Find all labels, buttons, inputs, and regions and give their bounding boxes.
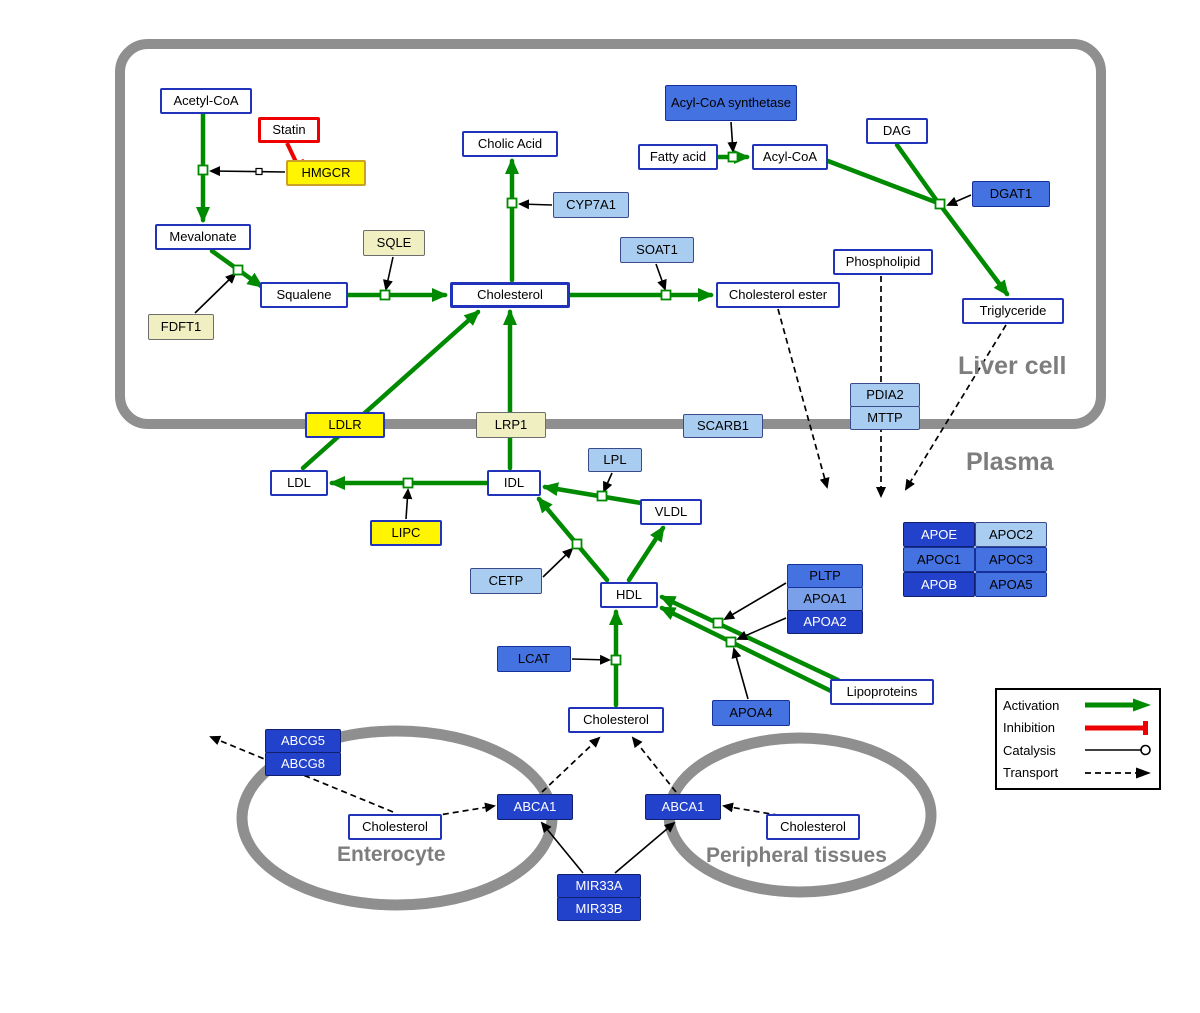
node-cholesterol-peripheral[interactable]: Cholesterol — [766, 814, 860, 840]
node-soat1[interactable]: SOAT1 — [620, 237, 694, 263]
node-cyp7a1[interactable]: CYP7A1 — [553, 192, 629, 218]
legend-transport-label: Transport — [1003, 765, 1059, 781]
node-apoa5[interactable]: APOA5 — [975, 572, 1047, 597]
node-dgat1[interactable]: DGAT1 — [972, 181, 1050, 207]
legend: Activation Inhibition Catalysis Transpor… — [995, 688, 1161, 790]
node-acyl-coa[interactable]: Acyl-CoA — [752, 144, 828, 170]
node-pdia2[interactable]: PDIA2 — [850, 383, 920, 407]
node-abca1-peripheral[interactable]: ABCA1 — [645, 794, 721, 820]
legend-row-activation: Activation — [1003, 697, 1153, 713]
legend-activation-label: Activation — [1003, 697, 1060, 713]
node-lipoproteins[interactable]: Lipoproteins — [830, 679, 934, 705]
node-fdft1[interactable]: FDFT1 — [148, 314, 214, 340]
node-acetyl-coa[interactable]: Acetyl-CoA — [160, 88, 252, 114]
node-statin[interactable]: Statin — [258, 117, 320, 143]
node-pltp[interactable]: PLTP — [787, 564, 863, 588]
node-mttp[interactable]: MTTP — [850, 406, 920, 430]
node-mevalonate[interactable]: Mevalonate — [155, 224, 251, 250]
node-cetp[interactable]: CETP — [470, 568, 542, 594]
node-apoc2[interactable]: APOC2 — [975, 522, 1047, 547]
node-apoc3[interactable]: APOC3 — [975, 547, 1047, 572]
node-apoc1[interactable]: APOC1 — [903, 547, 975, 572]
node-apoa2[interactable]: APOA2 — [787, 610, 863, 634]
reaction-node-squares — [197, 151, 946, 666]
node-abcg5[interactable]: ABCG5 — [265, 729, 341, 753]
node-scarb1[interactable]: SCARB1 — [683, 414, 763, 438]
node-apoa1[interactable]: APOA1 — [787, 587, 863, 611]
catalysis-edges — [194, 121, 972, 874]
node-cholesterol-liver[interactable]: Cholesterol — [450, 282, 570, 308]
node-idl[interactable]: IDL — [487, 470, 541, 496]
node-vldl[interactable]: VLDL — [640, 499, 702, 525]
node-lrp1[interactable]: LRP1 — [476, 412, 546, 438]
node-ldlr[interactable]: LDLR — [305, 412, 385, 438]
transport-dashed-arrow-icon — [1085, 767, 1151, 779]
node-mir33b[interactable]: MIR33B — [557, 897, 641, 921]
node-abcg8[interactable]: ABCG8 — [265, 752, 341, 776]
node-cholesterol-enterocyte[interactable]: Cholesterol — [348, 814, 442, 840]
node-mir33a[interactable]: MIR33A — [557, 874, 641, 898]
legend-row-transport: Transport — [1003, 765, 1153, 781]
node-lpl[interactable]: LPL — [588, 448, 642, 472]
legend-row-catalysis: Catalysis — [1003, 742, 1153, 758]
enterocyte-label: Enterocyte — [337, 843, 446, 866]
liver-cell-label: Liver cell — [958, 352, 1067, 380]
legend-inhibition-label: Inhibition — [1003, 720, 1056, 736]
legend-row-inhibition: Inhibition — [1003, 720, 1153, 736]
inhibition-tbar-icon — [1085, 720, 1148, 735]
node-dag[interactable]: DAG — [866, 118, 928, 144]
node-acyl-coa-synthetase[interactable]: Acyl-CoA synthetase — [665, 85, 797, 121]
node-cholesterol-plasma[interactable]: Cholesterol — [568, 707, 664, 733]
node-ldl[interactable]: LDL — [270, 470, 328, 496]
node-hmgcr[interactable]: HMGCR — [286, 160, 366, 186]
liver-cell-membrane — [115, 39, 1106, 429]
peripheral-tissues-label: Peripheral tissues — [706, 844, 887, 867]
node-apoa4[interactable]: APOA4 — [712, 700, 790, 726]
node-phospholipid[interactable]: Phospholipid — [833, 249, 933, 275]
node-lipc[interactable]: LIPC — [370, 520, 442, 546]
plasma-label: Plasma — [966, 448, 1054, 476]
legend-catalysis-label: Catalysis — [1003, 742, 1056, 758]
catalysis-circle-icon — [1085, 744, 1151, 756]
node-apob[interactable]: APOB — [903, 572, 975, 597]
node-lcat[interactable]: LCAT — [497, 646, 571, 672]
node-triglyceride[interactable]: Triglyceride — [962, 298, 1064, 324]
node-sqle[interactable]: SQLE — [363, 230, 425, 256]
node-hdl[interactable]: HDL — [600, 582, 658, 608]
activation-arrow-icon — [1085, 698, 1151, 712]
node-fatty-acid[interactable]: Fatty acid — [638, 144, 718, 170]
node-cholic-acid[interactable]: Cholic Acid — [462, 131, 558, 157]
node-squalene[interactable]: Squalene — [260, 282, 348, 308]
node-abca1-enterocyte[interactable]: ABCA1 — [497, 794, 573, 820]
node-apoe[interactable]: APOE — [903, 522, 975, 547]
node-cholesterol-ester[interactable]: Cholesterol ester — [716, 282, 840, 308]
